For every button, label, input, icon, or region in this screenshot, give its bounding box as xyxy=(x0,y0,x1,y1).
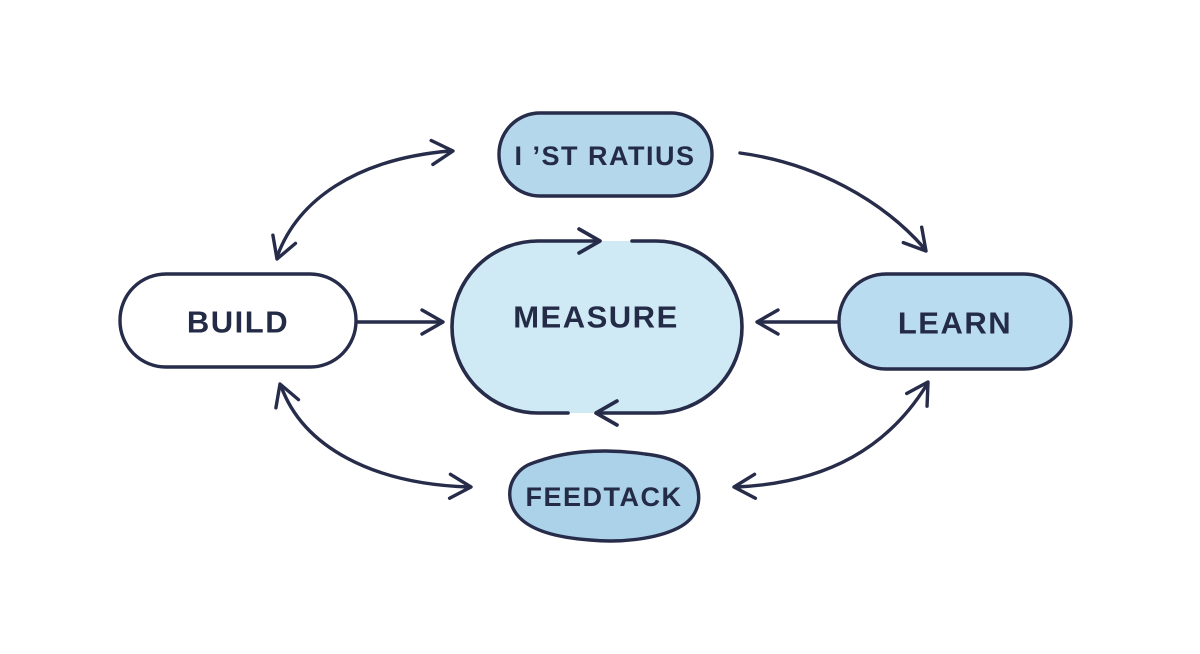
arrow-feedback-learn xyxy=(732,380,930,500)
measure-shape xyxy=(452,241,742,413)
arrow-top-learn-shaft xyxy=(738,151,926,250)
node-measure: MEASURE xyxy=(450,227,744,427)
top-shape xyxy=(497,111,714,198)
measure-cycle-right xyxy=(595,239,744,415)
arrow-feedback-learn-shaft xyxy=(734,384,928,489)
build-label: BUILD xyxy=(187,305,289,340)
feedback-shape xyxy=(508,449,701,543)
measure-cycle-bottom-arrowhead-icon xyxy=(594,399,619,427)
node-feedback: FEEDTACK xyxy=(508,449,701,543)
feedback-label: FEEDTACK xyxy=(526,482,683,512)
arrowhead-toward-feedback-icon xyxy=(447,472,473,500)
measure-cycle-top-arrowhead-icon xyxy=(577,227,602,255)
arrow-learn-measure xyxy=(755,308,848,336)
measure-cycle-left xyxy=(450,239,601,415)
arrowhead-toward-top-icon xyxy=(429,138,455,167)
arrow-build-top-shaft xyxy=(275,149,452,259)
top-label: I ’ST RATIUS xyxy=(514,141,695,171)
arrowhead-toward-learn-bottom-icon xyxy=(904,380,930,408)
node-learn: LEARN xyxy=(837,272,1073,371)
node-top: I ’ST RATIUS xyxy=(497,111,714,198)
node-build: BUILD xyxy=(118,272,358,369)
arrowhead-toward-build-bottom-icon xyxy=(274,382,301,410)
learn-shape xyxy=(837,272,1073,371)
arrowhead-toward-measure-right-icon xyxy=(755,308,780,336)
arrow-top-learn xyxy=(738,151,928,253)
measure-label: MEASURE xyxy=(513,300,679,335)
arrow-build-top xyxy=(271,138,455,261)
arrowhead-toward-measure-left-icon xyxy=(420,308,445,336)
arrow-build-feedback-shaft xyxy=(279,384,471,489)
build-shape xyxy=(118,272,358,369)
arrowhead-toward-learn-icon xyxy=(901,225,928,253)
arrowhead-toward-build-icon xyxy=(271,233,298,261)
arrow-build-feedback xyxy=(274,382,473,500)
arrowhead-toward-feedback-right-icon xyxy=(732,472,758,500)
arrow-build-measure xyxy=(355,308,445,336)
learn-label: LEARN xyxy=(898,306,1012,341)
